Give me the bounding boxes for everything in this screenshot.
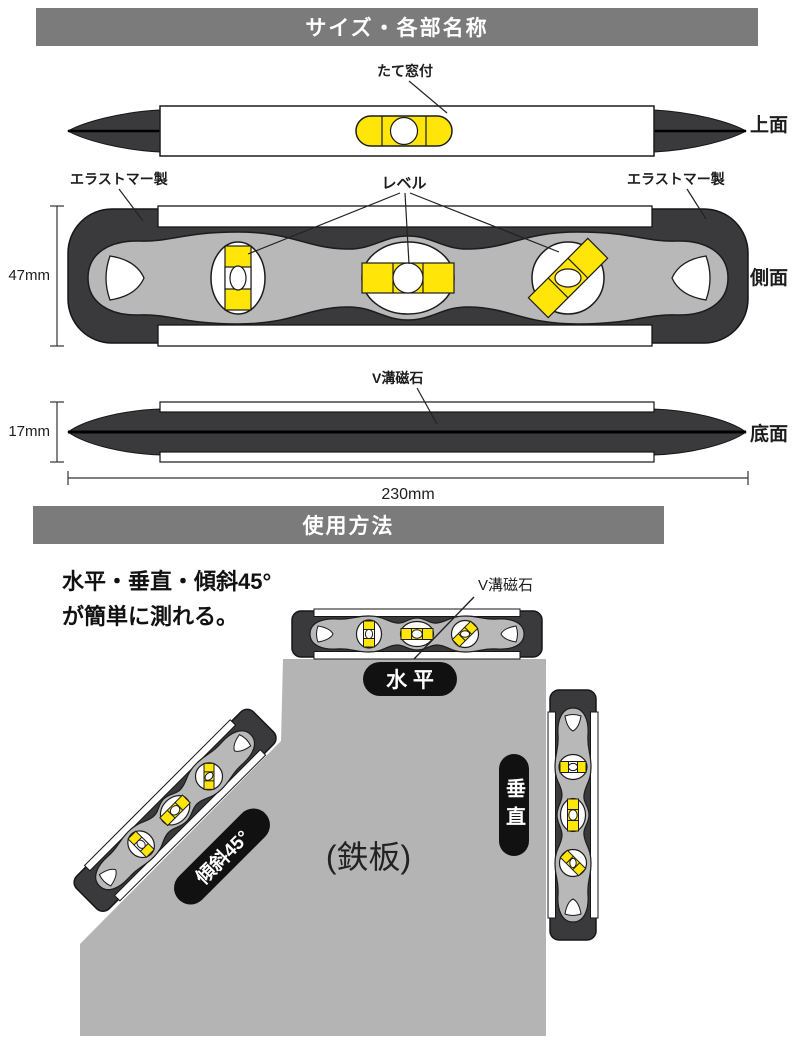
usage-headline-line2: が簡単に測れる。 bbox=[62, 604, 239, 629]
usage-level-vertical bbox=[547, 689, 599, 941]
v-groove-magnet-label: V溝磁石 bbox=[372, 370, 424, 386]
tate-mado-pointer-line bbox=[408, 80, 448, 114]
usage-level-horizontal bbox=[291, 608, 543, 660]
steel-plate-label: (鉄板) bbox=[325, 839, 412, 875]
top-view-drawing bbox=[66, 105, 748, 157]
level-label: レベル bbox=[381, 175, 427, 192]
horizontal-badge: 水 平 bbox=[363, 662, 457, 696]
thickness-dimension: 17mm bbox=[8, 423, 50, 440]
side-view-drawing bbox=[67, 205, 749, 347]
length-dimension: 230mm bbox=[381, 486, 435, 503]
bottom-view-drawing bbox=[67, 401, 747, 463]
elastomer-right-label: エラストマー製 bbox=[627, 171, 725, 187]
level-pointer-left bbox=[247, 192, 401, 255]
usage-headline: 水平・垂直・傾斜45° が簡単に測れる。 bbox=[62, 564, 271, 634]
height-dimension: 47mm bbox=[8, 267, 50, 284]
v-groove-pointer-line bbox=[416, 387, 438, 425]
elastomer-left-label: エラストマー製 bbox=[70, 171, 168, 187]
usage-section-header: 使用方法 bbox=[33, 506, 664, 544]
steel-plate-shape bbox=[80, 659, 546, 1036]
dimension-lines bbox=[50, 205, 749, 485]
usage-v-groove-pointer-line bbox=[413, 596, 475, 660]
usage-v-groove-label: V溝磁石 bbox=[478, 577, 534, 594]
elastomer-right-pointer-line bbox=[686, 188, 707, 220]
bottom-face-label: 底面 bbox=[750, 424, 789, 445]
vertical-badge: 垂直 bbox=[499, 754, 529, 856]
usage-section-title: 使用方法 bbox=[302, 515, 395, 538]
usage-headline-line1: 水平・垂直・傾斜45° bbox=[62, 569, 272, 594]
size-section-title: サイズ・各部名称 bbox=[305, 17, 489, 40]
elastomer-left-pointer-line bbox=[118, 188, 144, 222]
level-pointer-center bbox=[404, 192, 410, 265]
level-pointer-right bbox=[409, 192, 560, 253]
side-face-label: 側面 bbox=[750, 268, 789, 289]
size-section-header: サイズ・各部名称 bbox=[36, 8, 758, 46]
tate-mado-label: たて窓付 bbox=[377, 63, 433, 79]
top-face-label: 上面 bbox=[750, 115, 789, 136]
